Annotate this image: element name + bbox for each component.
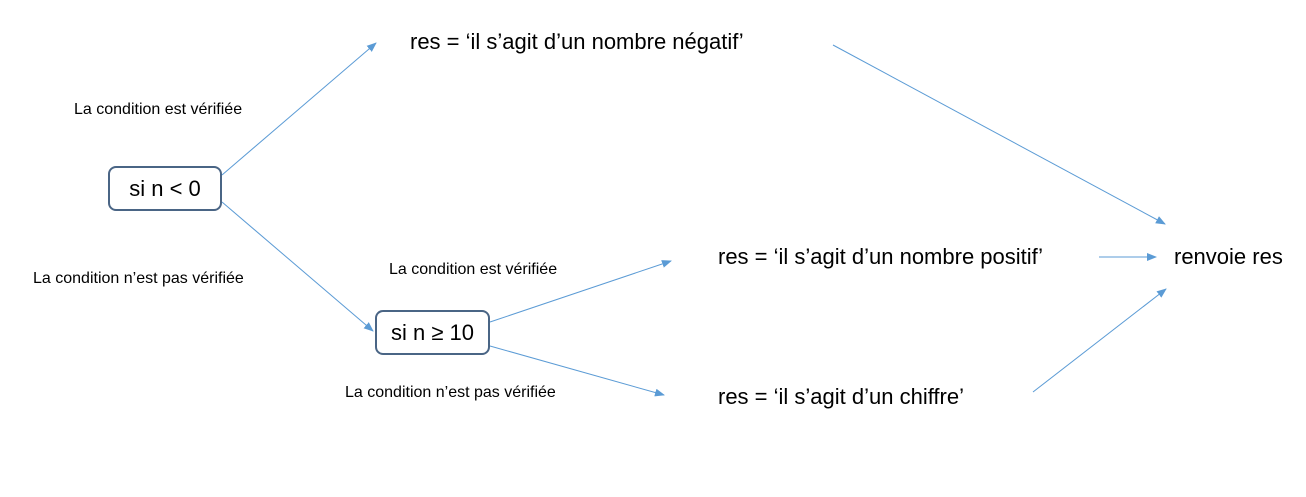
arrow-cond2-to-positif [489,260,672,323]
edge-label-cond2-true: La condition est vérifiée [389,261,558,278]
arrow-chiffre-to-renvoie [1032,288,1167,393]
node-condition-ten: si n ≥ 10 [375,310,490,355]
node-condition-ten-label: si n ≥ 10 [390,319,474,345]
node-res-negatif: res = ‘il s’agit d’un nombre négatif’ [410,29,744,54]
node-res-positif: res = ‘il s’agit d’un nombre positif’ [718,244,1044,269]
arrow-cond2-to-chiffre [489,345,665,397]
node-condition-negative-label: si n < 0 [129,175,201,201]
edge-label-cond2-false: La condition n’est pas vérifiée [345,384,556,401]
node-res-chiffre: res = ‘il s’agit d’un chiffre’ [718,384,964,409]
arrow-negatif-to-renvoie [832,44,1166,225]
edge-label-cond1-true: La condition est vérifiée [74,101,243,118]
edge-label-cond1-false: La condition n’est pas vérifiée [33,270,244,287]
arrow-cond1-to-negatif [221,42,377,176]
node-condition-negative: si n < 0 [108,166,222,211]
node-renvoie-res: renvoie res [1174,244,1283,269]
arrow-cond1-to-cond2 [221,201,374,332]
